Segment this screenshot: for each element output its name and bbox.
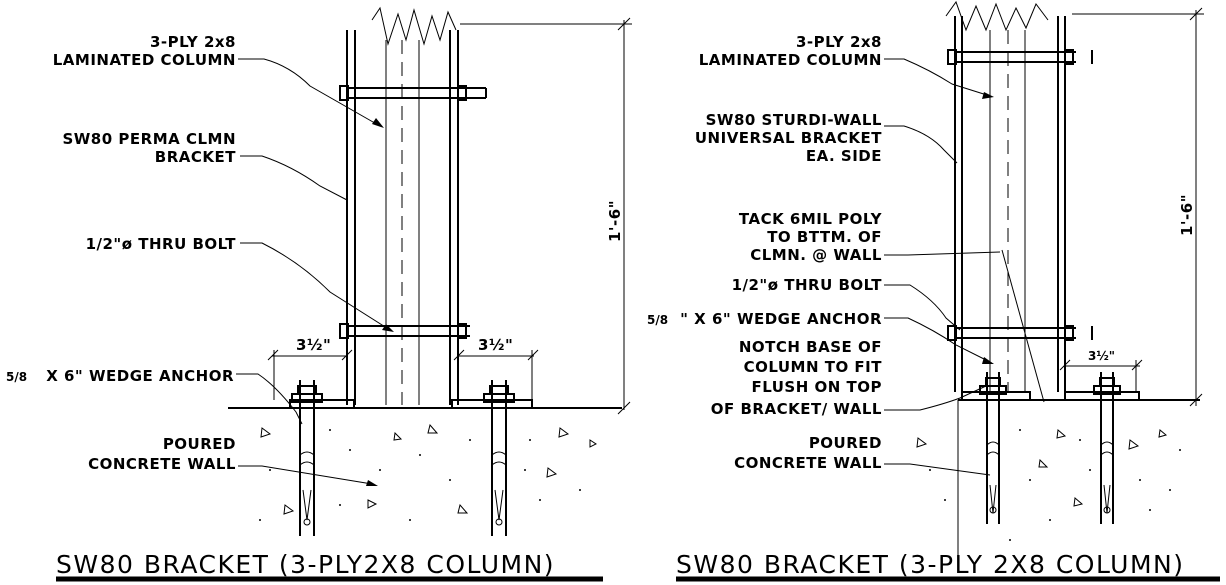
right-label-poly-3: CLMN. @ WALL [750, 246, 882, 264]
left-wedge-anchor-right [483, 380, 515, 536]
right-anchor-fraction: 5/8 [647, 313, 668, 327]
right-label-column-2: LAMINATED COLUMN [699, 51, 882, 69]
left-detail: 3-PLY 2x8 LAMINATED COLUMN SW80 PERMA CL… [6, 6, 632, 582]
right-label-notch-3: FLUSH ON TOP [751, 378, 882, 396]
left-label-concrete-2: CONCRETE WALL [88, 455, 236, 473]
right-label-concrete-2: CONCRETE WALL [734, 454, 882, 472]
right-concrete-hatch [916, 429, 1181, 541]
right-label-bracket-1: SW80 STURDI-WALL [706, 111, 882, 129]
right-label-poly-1: TACK 6MIL POLY [739, 210, 883, 228]
right-label-bolt: 1/2"ø THRU BOLT [732, 276, 883, 294]
left-label-bracket-1: SW80 PERMA CLMN [62, 130, 236, 148]
left-anchor-fraction: 5/8 [6, 370, 27, 384]
left-label-bracket-2: BRACKET [155, 148, 236, 166]
right-wedge-anchor-left [979, 372, 1007, 524]
left-wedge-anchor-left [291, 380, 323, 536]
left-dim-right [453, 349, 539, 400]
left-upper-thru-bolt [339, 85, 487, 101]
right-label-notch-2: COLUMN TO FIT [744, 358, 883, 376]
right-label-notch-1: NOTCH BASE OF [739, 338, 882, 356]
right-label-notch-4: OF BRACKET/ WALL [711, 400, 882, 418]
left-column-break [371, 6, 457, 46]
left-dim-height [460, 17, 632, 415]
right-label-concrete-1: POURED [809, 434, 882, 452]
right-poly-line [1001, 249, 1045, 403]
right-label-column-1: 3-PLY 2x8 [796, 33, 882, 51]
right-dim-height-text: 1'-6" [1178, 194, 1196, 236]
right-label-anchor: " X 6" WEDGE ANCHOR [680, 310, 882, 328]
left-label-column-1: 3-PLY 2x8 [150, 33, 236, 51]
right-label-bracket-2: UNIVERSAL BRACKET [695, 129, 882, 147]
right-lower-thru-bolt [947, 325, 1093, 341]
left-dim-right-text: 3½" [478, 336, 513, 354]
left-dim-left-text: 3½" [296, 336, 331, 354]
left-leaders [236, 58, 394, 486]
right-dim-right [1059, 359, 1143, 392]
left-lower-thru-bolt [339, 323, 470, 339]
right-label-poly-2: TO BTTM. OF [767, 228, 882, 246]
left-label-bolt: 1/2"ø THRU BOLT [86, 235, 237, 253]
left-label-anchor: X 6" WEDGE ANCHOR [46, 367, 234, 385]
left-concrete-hatch [259, 423, 597, 521]
right-wedge-anchor-right [1093, 372, 1121, 524]
right-label-bracket-3: EA. SIDE [806, 147, 882, 165]
left-detail-title: SW80 BRACKET (3-PLY2X8 COLUMN) [56, 550, 555, 579]
right-bracket-foot-left [961, 391, 1031, 401]
left-label-column-2: LAMINATED COLUMN [53, 51, 236, 69]
left-label-concrete-1: POURED [163, 435, 236, 453]
left-dim-left [267, 349, 353, 400]
right-upper-thru-bolt [947, 49, 1093, 65]
right-dim-right-text: 3½" [1088, 349, 1115, 363]
right-detail: 3-PLY 2x8 LAMINATED COLUMN SW80 STURDI-W… [647, 0, 1220, 582]
left-dim-height-text: 1'-6" [606, 200, 624, 242]
right-leaders [884, 58, 1001, 476]
right-dim-height [1072, 7, 1204, 407]
right-detail-title: SW80 BRACKET (3-PLY 2X8 COLUMN) [676, 550, 1185, 579]
